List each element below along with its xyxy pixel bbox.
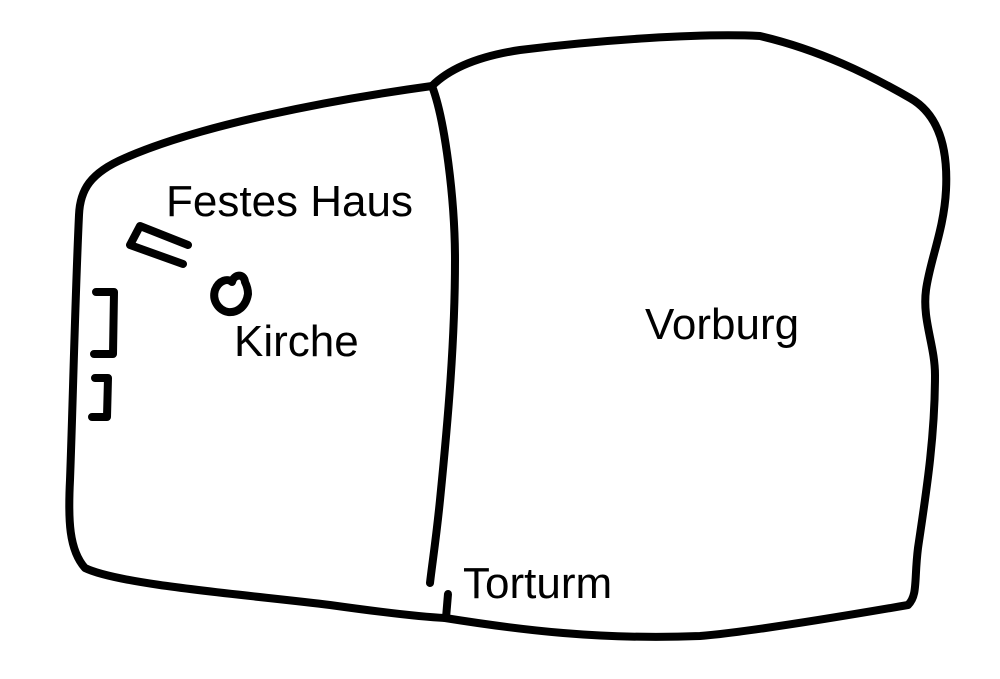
hauptburg-outline xyxy=(65,82,449,622)
festes-haus-building xyxy=(126,222,192,268)
label-vorburg: Vorburg xyxy=(645,300,799,349)
vorburg-outline xyxy=(428,31,951,641)
label-torturm: Torturm xyxy=(463,559,612,608)
dividing-wall xyxy=(426,82,459,587)
torturm-stub xyxy=(442,590,452,622)
west-wall-fragment-upper xyxy=(90,288,118,358)
kirche-marker xyxy=(210,271,252,317)
west-wall-fragment-lower xyxy=(88,374,112,421)
label-kirche: Kirche xyxy=(234,317,359,366)
label-festes-haus: Festes Haus xyxy=(166,177,413,226)
